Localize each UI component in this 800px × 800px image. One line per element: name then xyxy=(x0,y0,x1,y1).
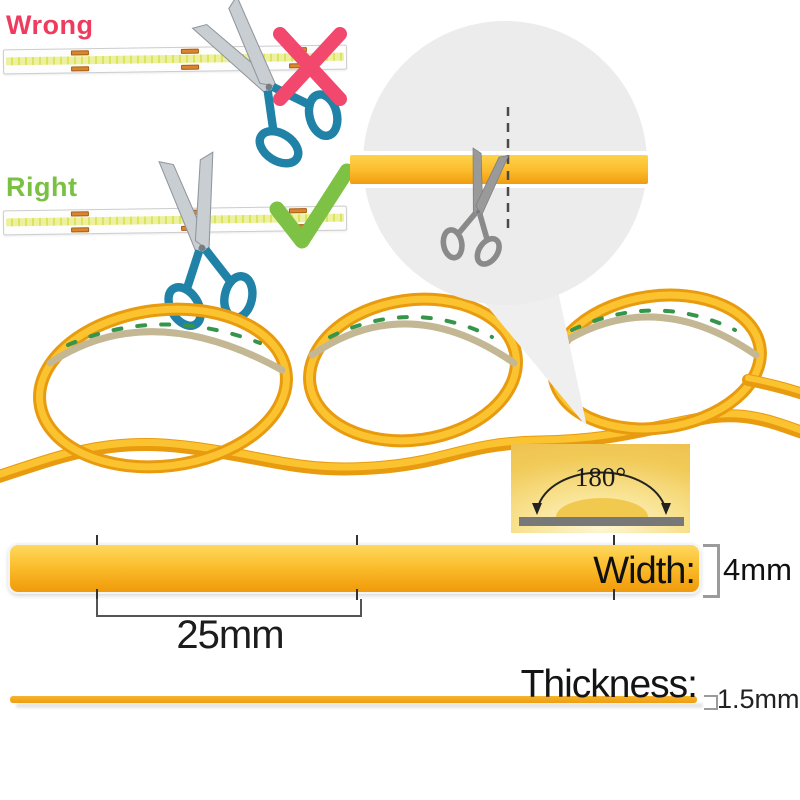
width-value: 4mm xyxy=(723,552,792,587)
cut-interval-bracket xyxy=(96,599,362,617)
strip-side-view xyxy=(10,696,697,703)
beam-angle-value: 180° xyxy=(574,462,627,492)
x-mark-icon xyxy=(273,27,347,106)
cut-mark xyxy=(96,535,98,545)
strip-bar xyxy=(519,517,684,526)
magnifier-bubble-tail xyxy=(468,283,587,427)
thickness-bracket xyxy=(704,695,718,710)
light-dome xyxy=(556,498,648,517)
cut-mark xyxy=(613,535,615,545)
width-label: Width: xyxy=(593,550,696,592)
strip-top-view xyxy=(8,543,701,594)
dashed-cut-line xyxy=(506,107,510,228)
thickness-value: 1.5mm xyxy=(717,684,800,714)
width-bracket xyxy=(703,544,720,598)
check-mark-icon xyxy=(269,163,354,249)
wrong-label: Wrong xyxy=(6,10,94,40)
thickness-label: Thickness: xyxy=(520,663,698,706)
right-label: Right xyxy=(6,172,78,202)
cut-interval-value: 25mm xyxy=(176,613,284,657)
cut-mark xyxy=(356,589,358,600)
cut-mark xyxy=(96,589,98,600)
beam-angle-arc xyxy=(532,471,671,515)
solder-pad xyxy=(70,49,90,72)
coiled-led-strip xyxy=(0,288,800,483)
strip-shadow xyxy=(16,703,703,708)
cut-mark xyxy=(356,535,358,545)
cut-mark xyxy=(613,589,615,600)
beam-angle-diagram: 180° xyxy=(511,444,690,533)
solder-pad xyxy=(70,210,90,233)
